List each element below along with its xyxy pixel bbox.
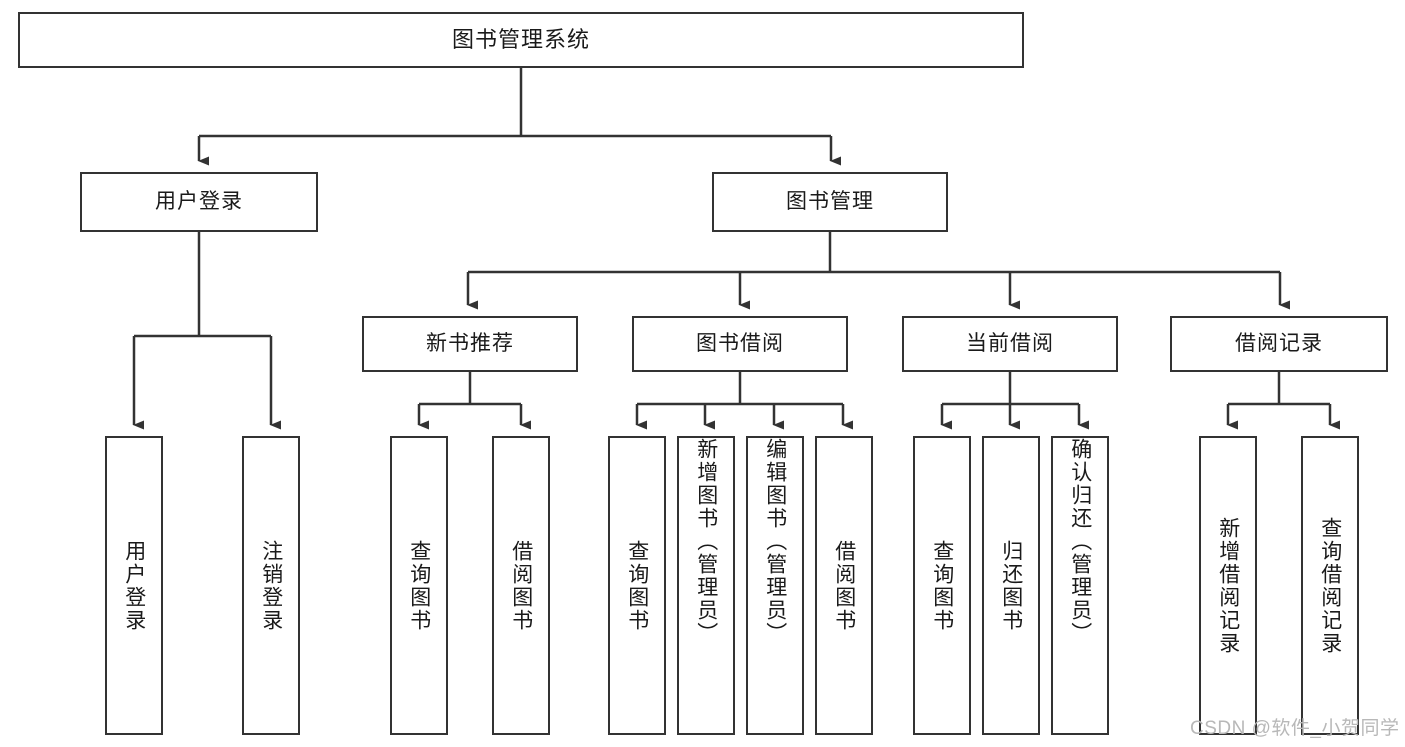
node-leaf-query-book-2[interactable]: 查询图书 (608, 436, 666, 735)
node-leaf-query-book-1[interactable]: 查询图书 (390, 436, 448, 735)
node-label: 查询图书 (930, 539, 954, 632)
node-label: 当前借阅 (966, 332, 1054, 356)
leaf-text-wrap: 新增借阅记录 (1201, 517, 1255, 655)
node-user-login[interactable]: 用户登录 (80, 172, 318, 232)
leaf-text-wrap: 用户登录 (107, 540, 161, 632)
node-borrow-record[interactable]: 借阅记录 (1170, 316, 1388, 372)
node-label: 新增图书（管理员） (694, 438, 718, 645)
node-label: 图书管理系统 (451, 26, 590, 52)
leaf-text-wrap: 借阅图书 (817, 540, 871, 632)
leaf-text-wrap: 编辑图书（管理员） (748, 438, 802, 645)
node-leaf-logout-login[interactable]: 注销登录 (242, 436, 300, 735)
node-leaf-edit-book[interactable]: 编辑图书（管理员） (746, 436, 804, 735)
leaf-text-wrap: 注销登录 (244, 540, 298, 632)
node-leaf-query-book-3[interactable]: 查询图书 (913, 436, 971, 735)
node-label: 查询借阅记录 (1318, 516, 1342, 655)
node-label: 新增借阅记录 (1216, 516, 1240, 655)
leaf-text-wrap: 查询借阅记录 (1303, 517, 1357, 655)
leaf-text-wrap: 归还图书 (984, 540, 1038, 632)
node-book-borrow[interactable]: 图书借阅 (632, 316, 848, 372)
node-label: 图书管理 (786, 190, 874, 214)
node-label: 注销登录 (259, 539, 283, 632)
node-root-system[interactable]: 图书管理系统 (18, 12, 1024, 68)
leaf-text-wrap: 新增图书（管理员） (679, 438, 733, 645)
leaf-text-wrap: 查询图书 (610, 540, 664, 632)
node-leaf-query-record[interactable]: 查询借阅记录 (1301, 436, 1359, 735)
node-leaf-borrow-book-2[interactable]: 借阅图书 (815, 436, 873, 735)
node-label: 编辑图书（管理员） (763, 438, 787, 645)
csdn-watermark: CSDN @软件_小贺同学 (1190, 718, 1400, 739)
node-leaf-add-record[interactable]: 新增借阅记录 (1199, 436, 1257, 735)
leaf-text-wrap: 查询图书 (915, 540, 969, 632)
node-leaf-user-login[interactable]: 用户登录 (105, 436, 163, 735)
node-label: 借阅记录 (1235, 332, 1323, 356)
node-label: 用户登录 (122, 539, 146, 632)
node-label: 借阅图书 (832, 539, 856, 632)
node-label: 图书借阅 (696, 332, 784, 356)
leaf-text-wrap: 查询图书 (392, 540, 446, 632)
node-label: 确认归还（管理员） (1068, 438, 1092, 645)
node-label: 新书推荐 (426, 332, 514, 356)
node-current-borrow[interactable]: 当前借阅 (902, 316, 1118, 372)
node-book-manage[interactable]: 图书管理 (712, 172, 948, 232)
node-new-book-recommend[interactable]: 新书推荐 (362, 316, 578, 372)
node-label: 查询图书 (407, 539, 431, 632)
leaf-text-wrap: 借阅图书 (494, 540, 548, 632)
node-leaf-return-book[interactable]: 归还图书 (982, 436, 1040, 735)
node-label: 归还图书 (999, 539, 1023, 632)
node-leaf-borrow-book-1[interactable]: 借阅图书 (492, 436, 550, 735)
node-leaf-confirm-return[interactable]: 确认归还（管理员） (1051, 436, 1109, 735)
leaf-text-wrap: 确认归还（管理员） (1053, 438, 1107, 645)
node-label: 用户登录 (155, 190, 243, 214)
node-leaf-add-book[interactable]: 新增图书（管理员） (677, 436, 735, 735)
node-label: 借阅图书 (509, 539, 533, 632)
node-label: 查询图书 (625, 539, 649, 632)
